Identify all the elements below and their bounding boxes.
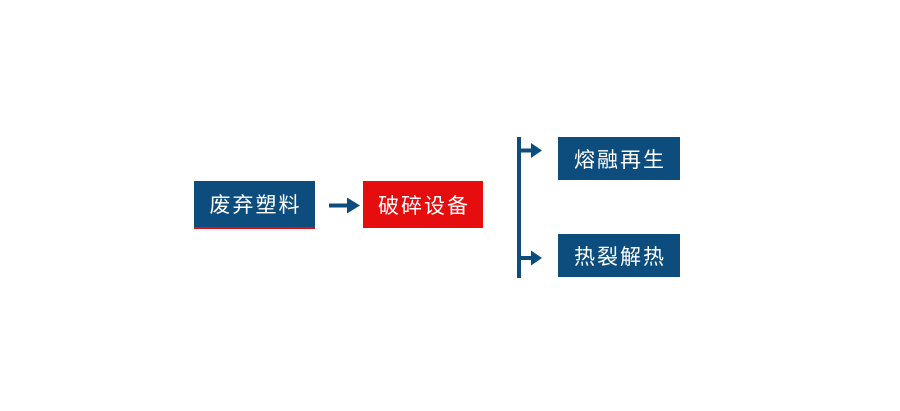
branch-connector-icon [517,137,542,278]
node-melt-regeneration-label: 熔融再生 [574,148,666,172]
node-crushing-equipment-label: 破碎设备 [378,194,470,218]
node-waste-plastic: 废弃塑料 [194,181,315,229]
node-melt-regeneration: 熔融再生 [558,137,680,180]
node-pyrolysis-heat: 热裂解热 [558,234,680,277]
node-pyrolysis-heat-label: 热裂解热 [574,245,666,269]
node-crushing-equipment: 破碎设备 [363,181,483,228]
node-waste-plastic-label: 废弃塑料 [209,194,302,217]
arrow-right-icon [329,197,360,214]
